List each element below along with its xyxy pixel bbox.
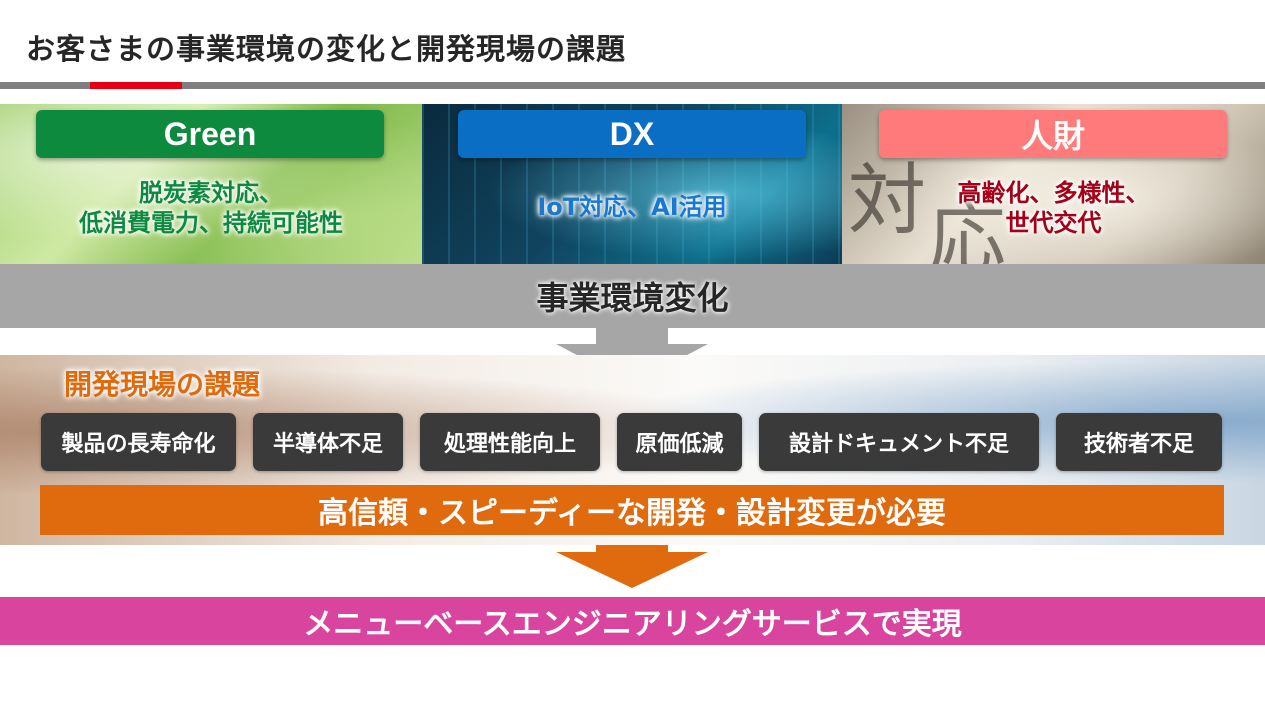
- panel-hr-line1: 高齢化、多様性、: [957, 179, 1150, 207]
- issue-chip-documentation: 設計ドキュメント不足: [759, 413, 1039, 471]
- business-change-band: 事業環境変化: [0, 264, 1265, 328]
- panel-hr-text: 高齢化、多様性、 世代交代: [842, 178, 1265, 238]
- down-arrow-gray-stem: [596, 328, 668, 345]
- requirement-band: 高信頼・スピーディーな開発・設計変更が必要: [40, 485, 1224, 535]
- issues-title: 開発現場の課題: [64, 368, 261, 401]
- down-arrow-orange-stem: [596, 545, 668, 553]
- background-glyph-2: 応: [928, 194, 1007, 264]
- panel-dx-heading: DX: [458, 110, 806, 158]
- solution-band: メニューベースエンジニアリングサービスで実現: [0, 597, 1265, 645]
- panel-green-line2: 低消費電力、持続可能性: [79, 209, 343, 237]
- panel-green-line1: 脱炭素対応、: [139, 179, 283, 207]
- panel-hr: 対 応 人財 高齢化、多様性、 世代交代: [842, 104, 1265, 264]
- issue-chip-longevity: 製品の長寿命化: [41, 413, 236, 471]
- panel-hr-line2: 世代交代: [1005, 209, 1102, 237]
- background-glyph-1: 対: [848, 156, 927, 246]
- down-arrow-orange-icon: [556, 552, 708, 588]
- issue-chip-performance: 処理性能向上: [420, 413, 600, 471]
- panel-dx: DX IoT対応、AI活用: [422, 104, 842, 264]
- panel-green-text: 脱炭素対応、 低消費電力、持続可能性: [0, 178, 422, 238]
- issue-chip-semiconductor: 半導体不足: [253, 413, 403, 471]
- title-underline: [0, 82, 1265, 89]
- panel-green: Green 脱炭素対応、 低消費電力、持続可能性: [0, 104, 422, 264]
- title-accent-bar: [90, 82, 182, 89]
- panel-dx-text: IoT対応、AI活用: [537, 193, 727, 221]
- issue-chip-cost: 原価低減: [617, 413, 742, 471]
- issue-chip-engineers: 技術者不足: [1056, 413, 1222, 471]
- issues-section: 開発現場の課題 製品の長寿命化 半導体不足 処理性能向上 原価低減 設計ドキュメ…: [0, 355, 1265, 545]
- slide-title: お客さまの事業環境の変化と開発現場の課題: [26, 32, 627, 66]
- panel-green-heading: Green: [36, 110, 384, 158]
- panel-hr-heading: 人財: [879, 110, 1227, 158]
